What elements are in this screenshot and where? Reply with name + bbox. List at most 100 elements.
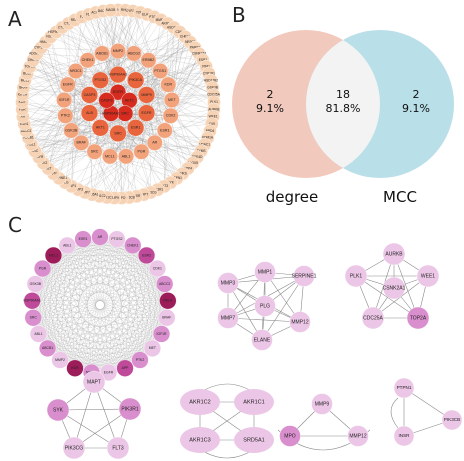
network-edge bbox=[117, 74, 177, 179]
network-node: MCL1 bbox=[101, 148, 118, 165]
cluster-mmp-node-circle bbox=[251, 329, 273, 351]
network-edge bbox=[48, 70, 161, 169]
network-node-label: GSK3B bbox=[207, 86, 218, 90]
cluster-edge bbox=[35, 283, 141, 361]
network-node-label: MMP2 bbox=[113, 49, 123, 53]
cluster-insr-node-label: PIK3CB bbox=[444, 417, 460, 422]
cluster-akr-node-circle bbox=[180, 427, 220, 453]
network-node-circle bbox=[91, 119, 109, 137]
network-node-label: IGF1R bbox=[59, 98, 70, 102]
network-node: AR bbox=[146, 134, 163, 151]
cluster-edge bbox=[116, 239, 162, 335]
cluster-aurkb-node-label: AURKB bbox=[385, 251, 403, 257]
network-node-circle bbox=[127, 71, 145, 89]
cluster-edge bbox=[83, 239, 168, 301]
cluster-big-node-circle bbox=[58, 236, 76, 255]
venn-right-percent: 9.1% bbox=[402, 102, 430, 115]
cluster-mmp9-node-label: MMP9 bbox=[315, 401, 330, 407]
cluster-edge bbox=[124, 283, 165, 369]
cluster-big-node-circle bbox=[66, 359, 84, 377]
network-node-circle bbox=[86, 143, 103, 160]
network-node: AKT1 bbox=[91, 119, 109, 137]
cluster-edge bbox=[67, 245, 162, 335]
cluster-akr-node-label: SRD5A1 bbox=[243, 437, 264, 443]
cluster-mmp-node-circle bbox=[217, 272, 239, 294]
cluster-big-node: PTGS2 bbox=[108, 230, 126, 248]
network-node-label: RHOB bbox=[121, 8, 130, 12]
cluster-insr-node: INSR bbox=[393, 425, 415, 447]
cluster-mapt-node: MAPT bbox=[82, 370, 106, 394]
cluster-edge bbox=[108, 283, 165, 373]
network-node-label: AURKB bbox=[208, 107, 219, 111]
cluster-edge bbox=[47, 239, 84, 349]
cluster-edge bbox=[82, 239, 162, 335]
cluster-big-node-label: GSK3B bbox=[30, 282, 42, 286]
network-node-label: PTPN1 bbox=[172, 176, 183, 180]
cluster-edge bbox=[53, 255, 92, 373]
cluster-edge bbox=[67, 245, 165, 285]
venn-right-label: MCC bbox=[383, 188, 417, 206]
network-node-label: PTGS2 bbox=[94, 78, 106, 82]
network-node-label: IGF1R bbox=[18, 93, 28, 97]
network-node-label: ABCC1 bbox=[21, 129, 32, 133]
cluster-edge bbox=[53, 255, 61, 361]
network-node-label: PGR bbox=[138, 150, 146, 154]
network-node-circle bbox=[152, 63, 169, 80]
network-edge bbox=[171, 47, 196, 101]
cluster-big-node: AR bbox=[91, 228, 109, 246]
network-node-label: ABL1 bbox=[27, 142, 35, 146]
network-edge bbox=[43, 115, 171, 164]
cluster-edge bbox=[227, 282, 263, 341]
cluster-big-node-circle bbox=[44, 246, 63, 265]
network-edge bbox=[78, 156, 127, 190]
network-edge bbox=[109, 156, 151, 193]
cluster-mmp-node-circle bbox=[289, 311, 311, 333]
network-node-label: ABL1 bbox=[122, 154, 131, 158]
network-node-circle bbox=[56, 92, 73, 109]
cluster-edge bbox=[82, 239, 92, 373]
cluster-edge bbox=[59, 283, 165, 361]
network-node-circle bbox=[101, 148, 118, 165]
cluster-big-node-circle bbox=[51, 351, 69, 369]
cluster-akr-node-circle bbox=[234, 427, 274, 453]
cluster-edge bbox=[124, 245, 133, 369]
cluster-big-node-circle bbox=[116, 359, 134, 377]
cluster-big-node: ABL1 bbox=[29, 325, 48, 343]
cluster-edge bbox=[116, 239, 167, 318]
cluster-big-node: GSK3B bbox=[26, 275, 44, 293]
cluster-big-node-label: MMP2 bbox=[55, 358, 65, 362]
cluster-edge bbox=[53, 255, 76, 369]
cluster-edge bbox=[32, 268, 158, 301]
network-node-label: ELANE bbox=[142, 12, 152, 16]
cluster-mapt-node-label: PIK3R1 bbox=[121, 406, 138, 412]
network-edge bbox=[109, 60, 204, 157]
cluster-edge bbox=[42, 268, 162, 335]
cluster-big-node-label: BRAF bbox=[162, 316, 171, 320]
network-edge bbox=[27, 73, 127, 157]
network-node-label: ALOX5 bbox=[188, 161, 199, 165]
network-edge bbox=[94, 151, 115, 199]
network-node: CASP3 bbox=[80, 86, 99, 104]
cluster-edge bbox=[99, 236, 153, 349]
cluster-edge bbox=[53, 255, 153, 349]
cluster-big-node: PTK2 bbox=[131, 351, 149, 369]
cluster-edge bbox=[32, 239, 117, 301]
network-node-label: MAOB bbox=[106, 8, 115, 12]
cluster-aurkb-node: AURKB bbox=[382, 242, 406, 266]
cluster-mapt-node: FLT3 bbox=[106, 436, 130, 460]
network-node-label: MMP3 bbox=[74, 187, 83, 191]
network-edge bbox=[167, 23, 169, 85]
network-node-label: BRD4 bbox=[206, 129, 215, 133]
network-node-label: SRC bbox=[31, 149, 38, 153]
cluster-mapt-node-circle bbox=[62, 436, 86, 460]
cluster-mmp-node: MMP3 bbox=[217, 272, 239, 294]
cluster-mapt-node: SYK bbox=[46, 398, 70, 422]
cluster-big-node-circle bbox=[24, 309, 42, 327]
network-node-label: FLT3 bbox=[161, 184, 168, 188]
panel-a-letter: A bbox=[8, 7, 22, 31]
cluster-edge bbox=[73, 381, 95, 449]
cluster-insr-node-circle bbox=[393, 377, 415, 399]
network-node-label: MMP12 bbox=[156, 18, 167, 22]
network-edge bbox=[125, 36, 186, 157]
